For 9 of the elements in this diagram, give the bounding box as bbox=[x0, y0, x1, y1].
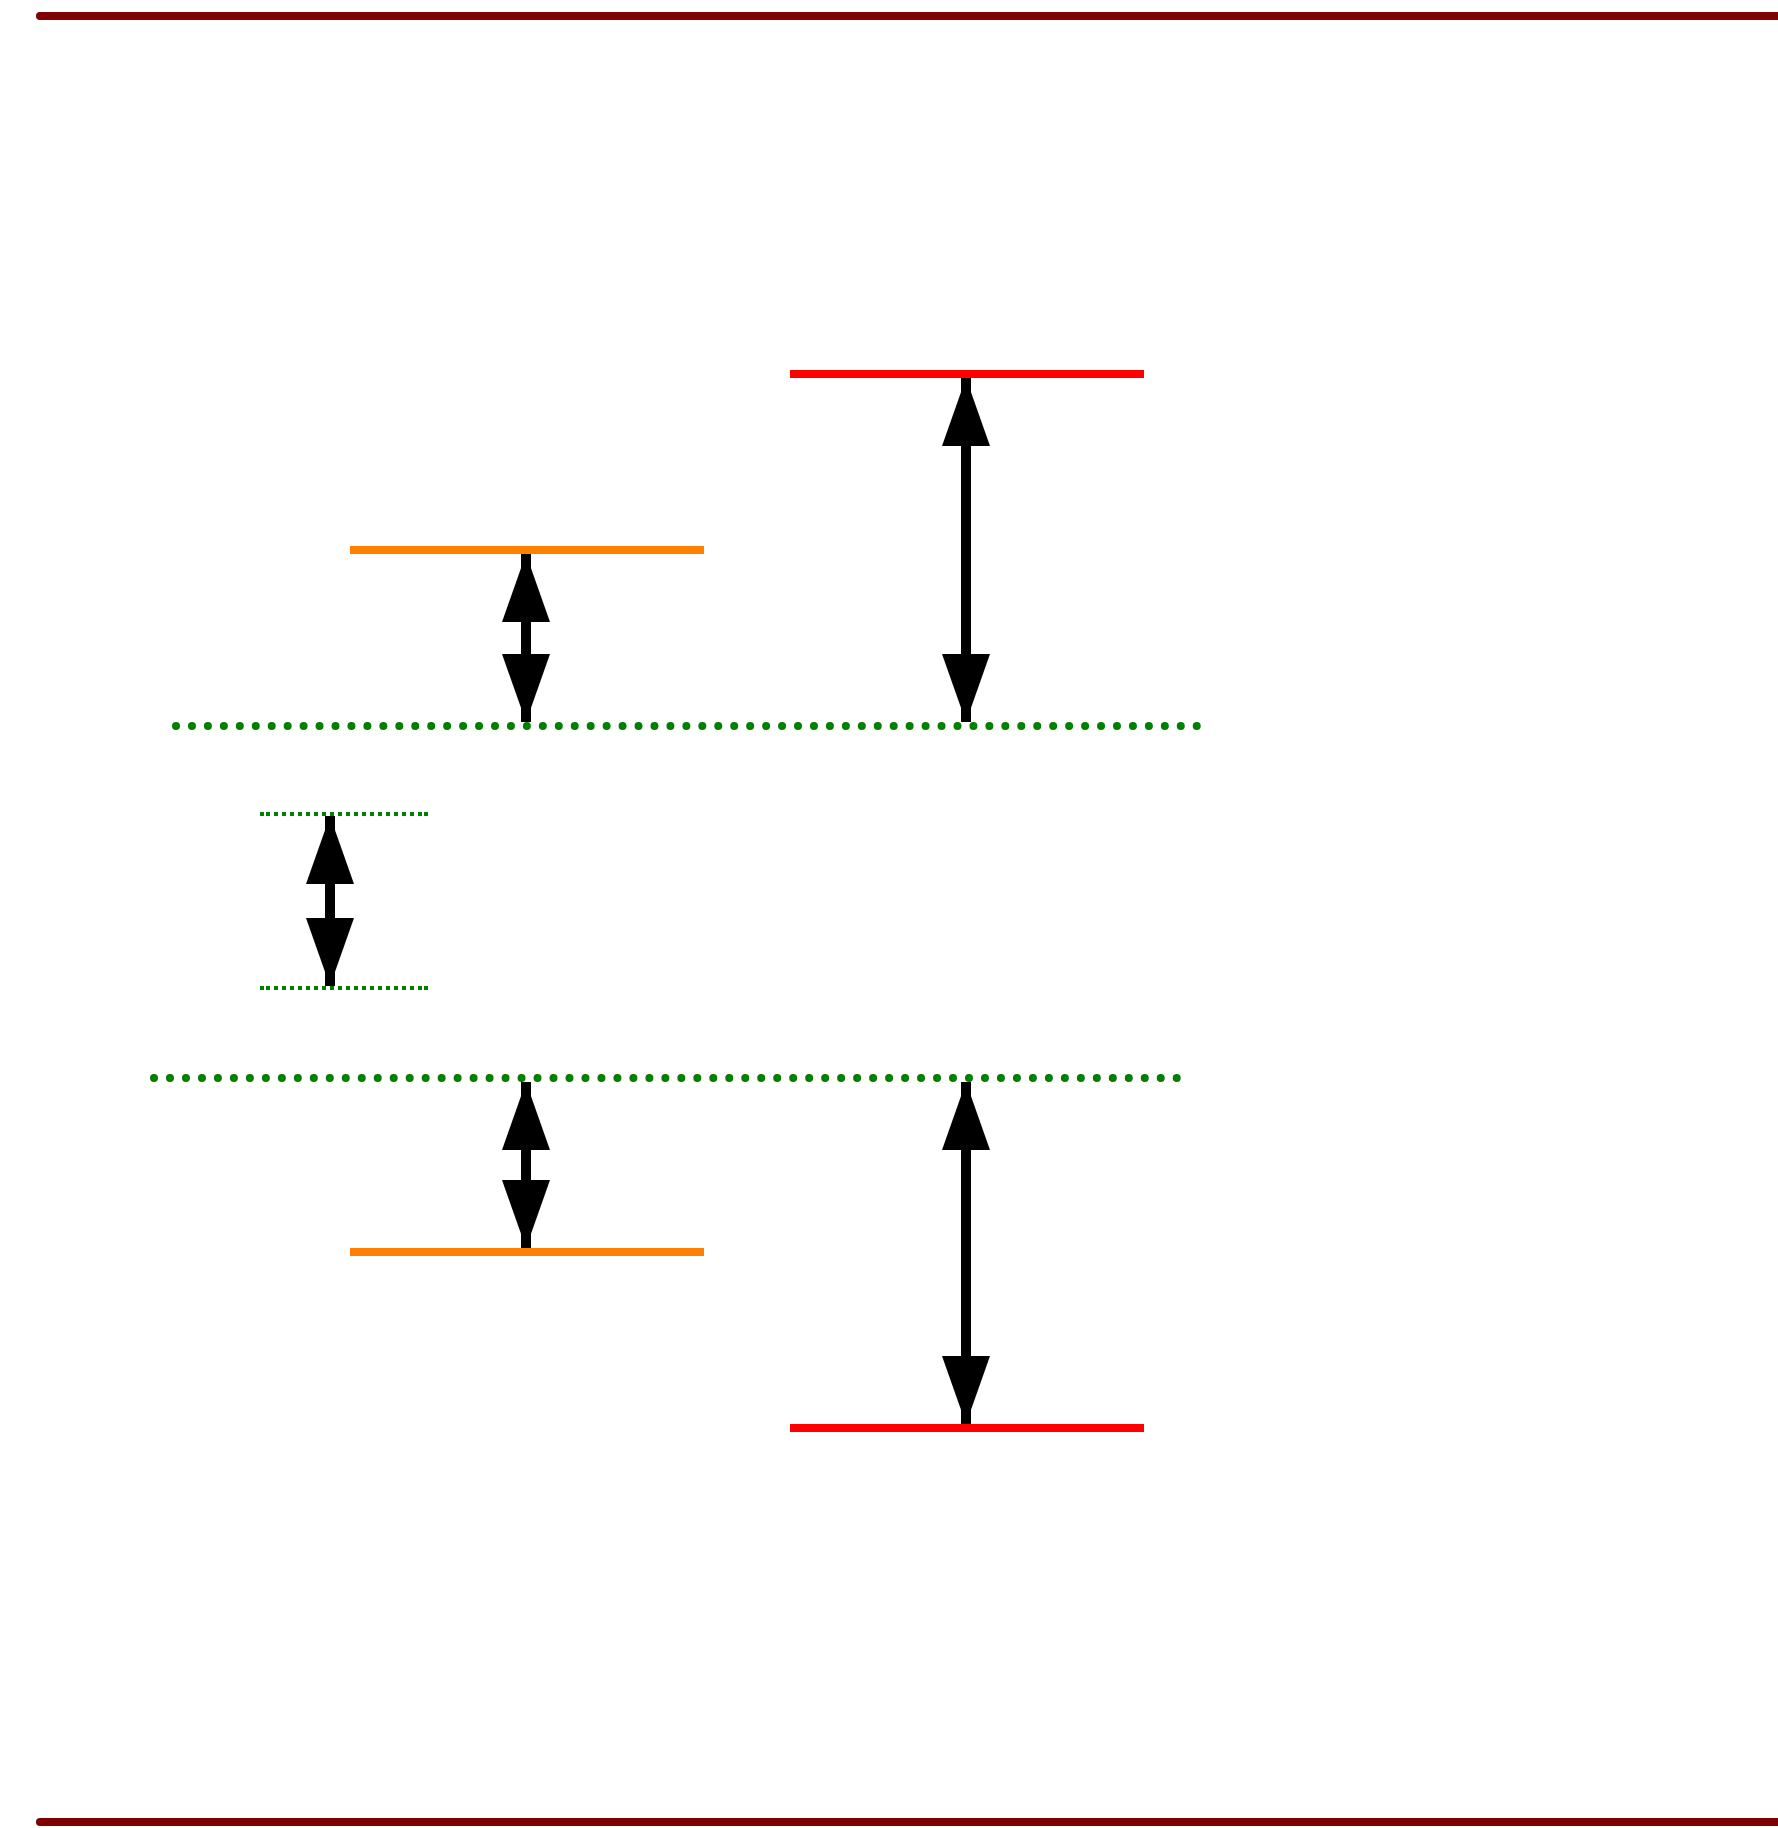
energy-level-line bbox=[150, 1074, 1182, 1082]
double-arrow bbox=[306, 816, 354, 986]
energy-level-line bbox=[172, 722, 1202, 730]
double-arrow bbox=[502, 1082, 550, 1248]
double-arrow bbox=[942, 378, 990, 722]
energy-level-line bbox=[260, 812, 428, 816]
energy-level-line bbox=[260, 986, 428, 990]
double-arrow bbox=[502, 554, 550, 722]
double-arrow bbox=[942, 1082, 990, 1424]
